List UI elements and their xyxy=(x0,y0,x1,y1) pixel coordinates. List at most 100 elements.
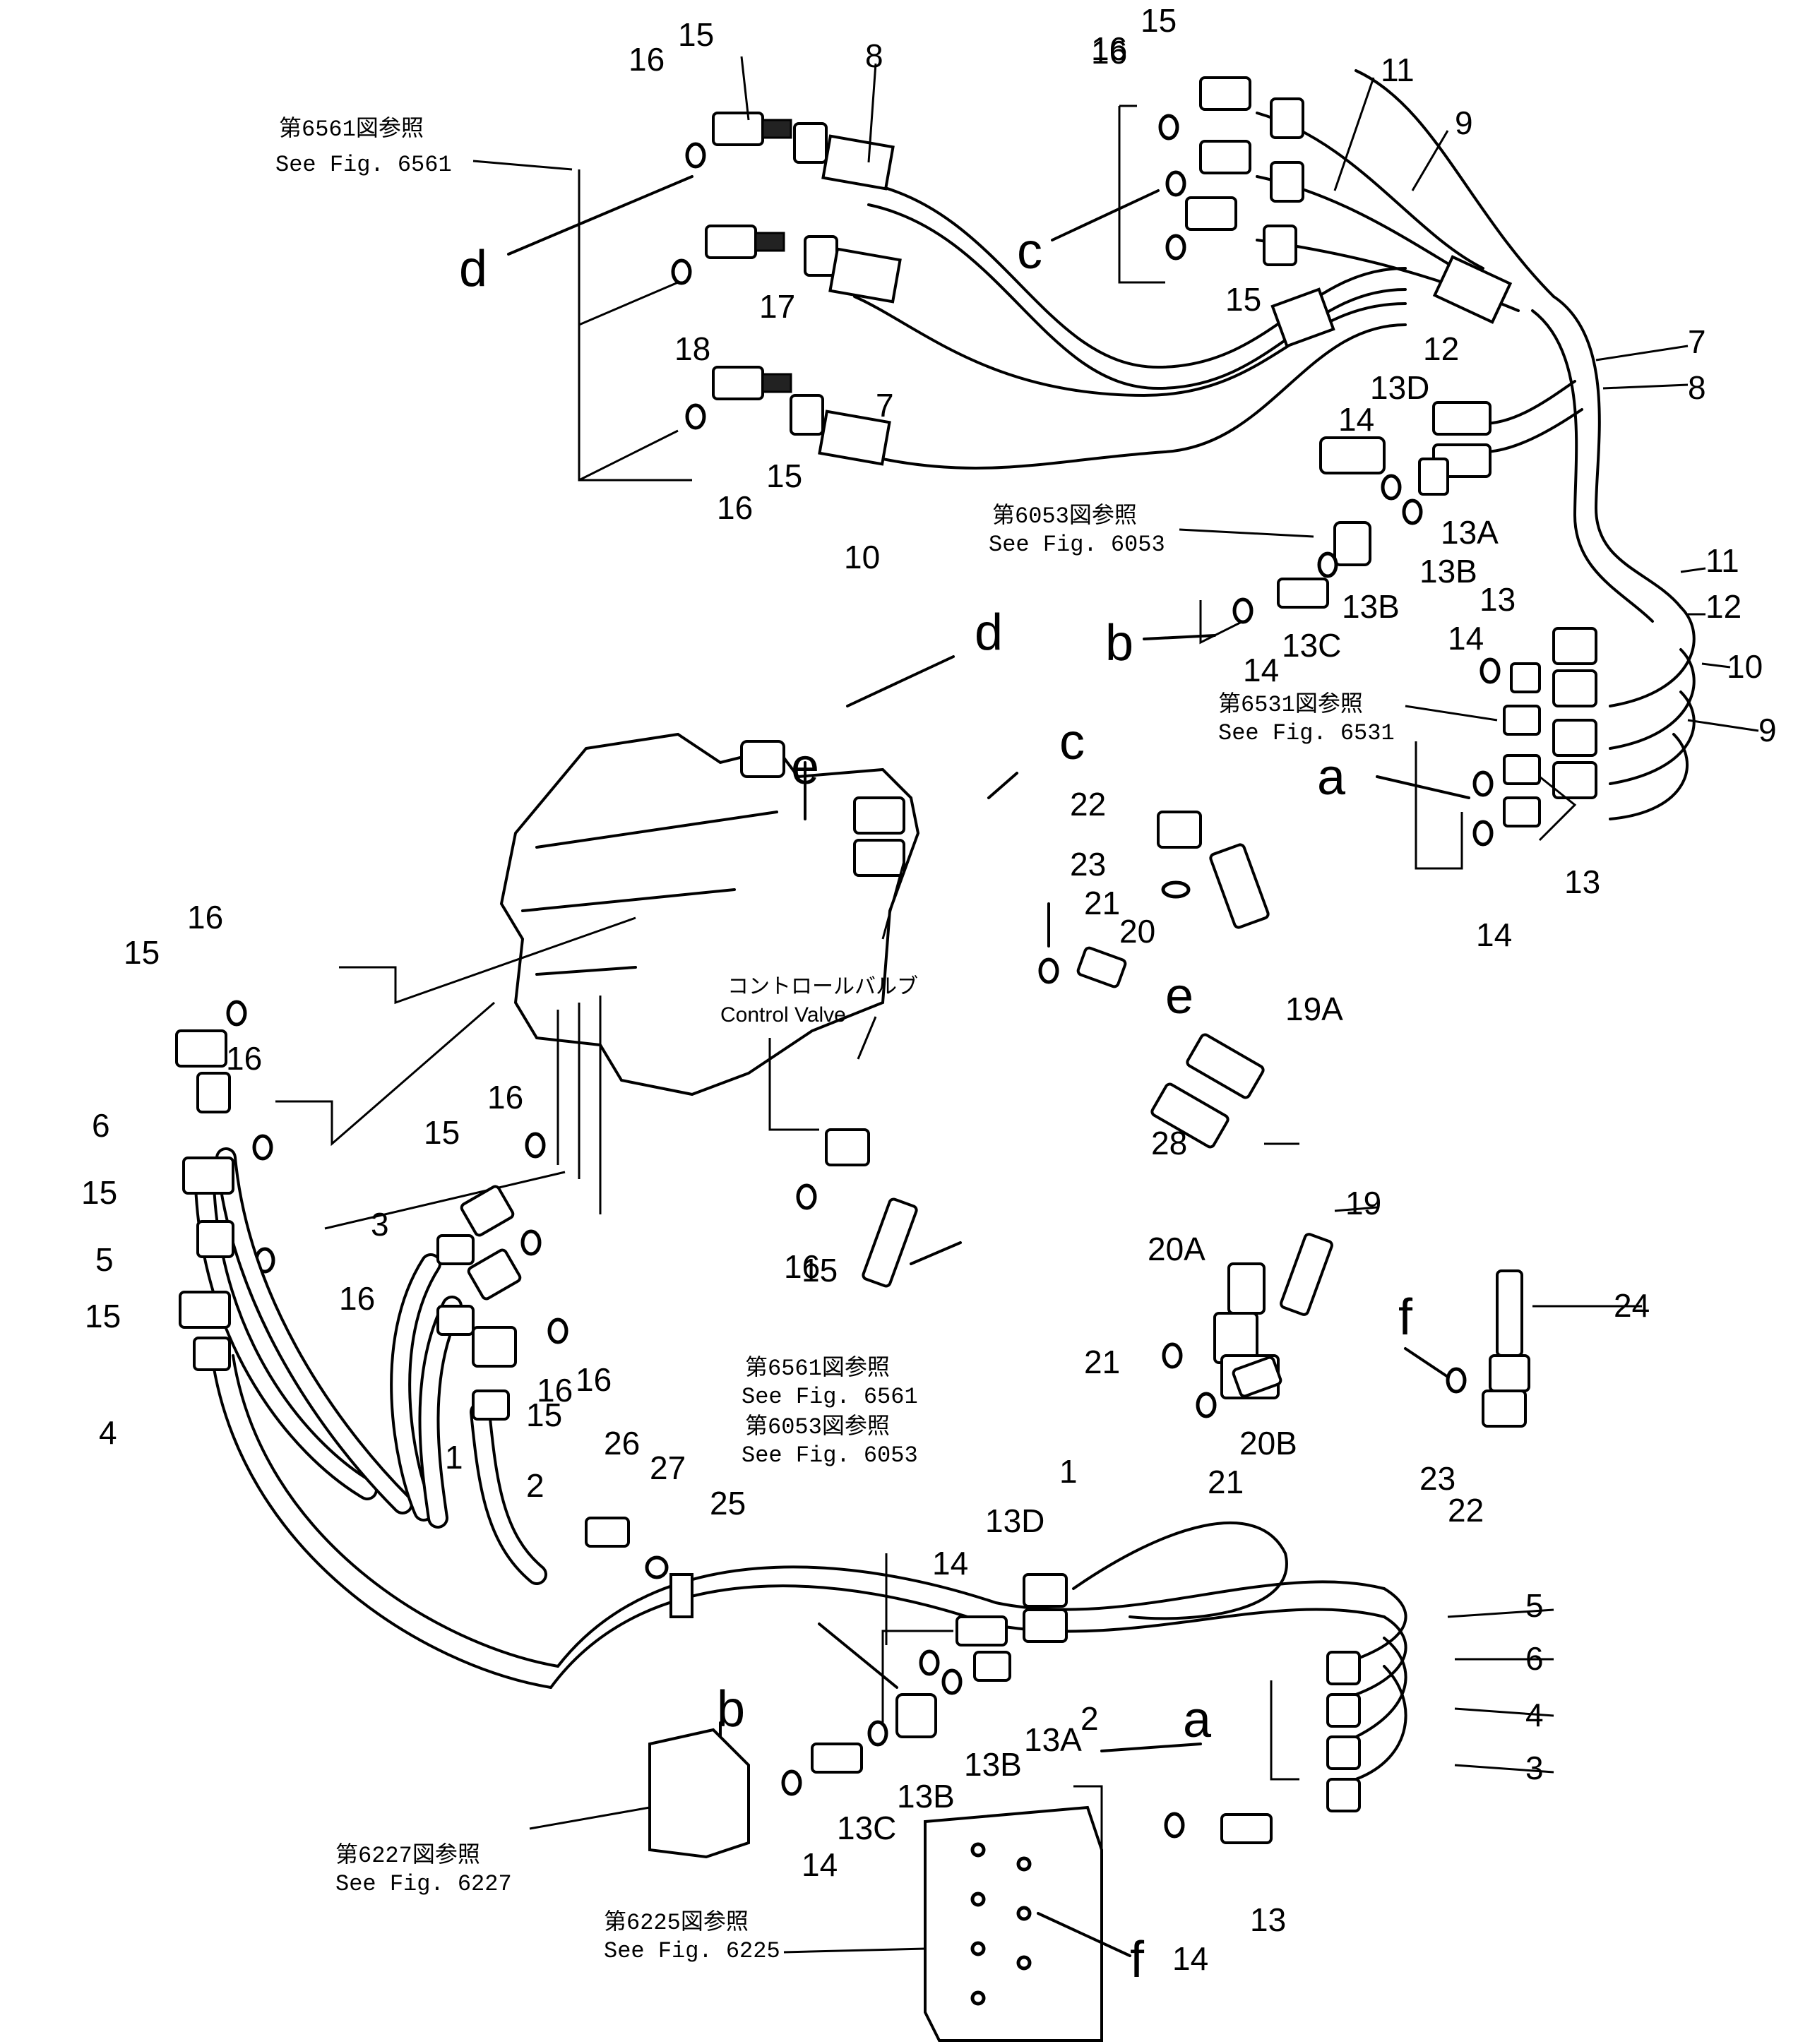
ref-6225-jp: 第6225図参照 xyxy=(604,1909,749,1936)
part-number-label: 1 xyxy=(445,1439,463,1476)
part-number-label: 22 xyxy=(1070,786,1106,823)
part-number-label: 18 xyxy=(674,330,710,367)
part-number-label: 13 xyxy=(1480,581,1516,618)
part-number-label: 3 xyxy=(371,1206,389,1243)
ref-6531-jp: 第6531図参照 xyxy=(1218,691,1363,718)
part-number-label: 13D xyxy=(1370,369,1429,406)
part-number-label: 5 xyxy=(95,1241,114,1278)
part-number-label: 10 xyxy=(844,539,880,575)
part-number-label: 13B xyxy=(964,1746,1022,1783)
ref-6053-jp: 第6053図参照 xyxy=(992,503,1137,530)
part-number-label: 14 xyxy=(1172,1940,1208,1977)
part-number-label: 10 xyxy=(1727,648,1763,685)
part-number-label: 7 xyxy=(876,387,894,424)
callout-letter-a: a xyxy=(1183,1692,1212,1748)
part-number-label: 13B xyxy=(1419,553,1477,590)
part-number-label: 23 xyxy=(1070,846,1106,883)
ref-6225-en: See Fig. 6225 xyxy=(604,1938,780,1964)
ref-6561-jp: 第6561図参照 xyxy=(279,116,424,143)
part-number-label: 2 xyxy=(1080,1700,1099,1737)
part-number-label: 16 xyxy=(339,1280,375,1317)
part-number-label: 14 xyxy=(1338,401,1374,438)
part-number-label: 9 xyxy=(1455,104,1473,141)
callout-letter-e: e xyxy=(791,739,819,795)
part-number-label: 4 xyxy=(1525,1697,1544,1733)
part-number-label: 20A xyxy=(1148,1231,1205,1267)
part-number-label: 11 xyxy=(1705,542,1739,579)
callout-letter-d: d xyxy=(459,241,487,297)
callout-letter-b: b xyxy=(1105,615,1133,671)
part-number-label: 1 xyxy=(1059,1453,1078,1490)
part-number-label: 2 xyxy=(526,1467,544,1504)
part-number-label: 15 xyxy=(424,1114,460,1151)
part-number-label: 24 xyxy=(1614,1287,1650,1324)
part-number-label: 8 xyxy=(1688,369,1706,406)
lower-blocks xyxy=(648,1728,1103,2042)
part-number-label: 14 xyxy=(932,1545,968,1582)
part-number-label: 14 xyxy=(1448,620,1484,657)
part-number-label: 13 xyxy=(1250,1901,1286,1938)
ref-6561b-en: See Fig. 6561 xyxy=(742,1384,918,1410)
part-number-label: 16 xyxy=(1091,30,1127,67)
part-number-label: 13B xyxy=(897,1778,955,1815)
lower-fittings xyxy=(175,811,1530,1844)
part-number-label: 19 xyxy=(1345,1185,1381,1221)
callout-letter-b: b xyxy=(717,1681,745,1738)
part-number-label: 15 xyxy=(1141,2,1177,39)
callout-letter-f: f xyxy=(1130,1932,1145,1988)
part-number-label: 23 xyxy=(1419,1460,1455,1497)
part-number-label: 22 xyxy=(1448,1492,1484,1529)
part-number-label: 8 xyxy=(865,37,883,74)
part-number-label: 11 xyxy=(1381,52,1415,88)
part-number-label: 12 xyxy=(1705,588,1742,625)
reference-notes: 第6561図参照 See Fig. 6561 第6053図参照 See Fig.… xyxy=(275,116,1395,1964)
part-number-label: 15 xyxy=(526,1397,562,1433)
ref-6531-en: See Fig. 6531 xyxy=(1218,720,1395,746)
part-number-label: 15 xyxy=(124,934,160,971)
part-number-label: 4 xyxy=(99,1414,117,1451)
part-number-label: 16 xyxy=(1091,34,1127,71)
part-number-label: 6 xyxy=(1525,1640,1544,1677)
part-number-label: 28 xyxy=(1151,1125,1187,1161)
part-number-label: 12 xyxy=(1423,330,1459,367)
part-number-label: 13A xyxy=(1441,514,1499,551)
part-number-label: 6 xyxy=(92,1107,110,1144)
ref-6561b-jp: 第6561図参照 xyxy=(745,1355,890,1382)
leader-lines xyxy=(472,56,1759,1954)
part-number-label: 21 xyxy=(1084,1344,1120,1380)
callout-letter-e: e xyxy=(1165,968,1193,1024)
part-number-label: 16 xyxy=(784,1248,820,1285)
ref-6227-en: See Fig. 6227 xyxy=(335,1871,512,1897)
part-number-label: 14 xyxy=(802,1846,838,1883)
part-number-label: 16 xyxy=(576,1361,612,1398)
control-valve-en: Control Valve xyxy=(720,1003,846,1027)
part-number-label: 13D xyxy=(985,1502,1044,1539)
part-number-label: 14 xyxy=(1476,916,1512,953)
part-number-label: 13 xyxy=(1564,863,1600,900)
part-number-label: 3 xyxy=(1525,1750,1544,1786)
part-number-label: 7 xyxy=(1688,323,1706,360)
part-number-label: 16 xyxy=(187,899,223,936)
part-number-label: 14 xyxy=(1243,652,1279,688)
callout-letter-d: d xyxy=(975,604,1003,661)
part-number-label: 15 xyxy=(81,1174,117,1211)
part-number-label: 15 xyxy=(678,16,714,53)
part-number-label: 16 xyxy=(717,489,753,526)
ref-6561-en: See Fig. 6561 xyxy=(275,152,452,178)
part-number-label: 26 xyxy=(604,1425,640,1462)
callout-letter-c: c xyxy=(1059,714,1085,770)
part-number-label: 13B xyxy=(1342,588,1400,625)
ref-6053-en: See Fig. 6053 xyxy=(989,532,1165,558)
o-rings xyxy=(226,114,1501,1839)
ref-6053b-jp: 第6053図参照 xyxy=(745,1414,890,1440)
callout-letter-a: a xyxy=(1317,749,1346,806)
part-number-label: 15 xyxy=(85,1298,121,1334)
part-number-label: 20B xyxy=(1239,1425,1297,1462)
lower-hoses xyxy=(194,1147,1407,1781)
part-number-label: 16 xyxy=(537,1372,573,1409)
part-number-label: 16 xyxy=(226,1040,262,1077)
